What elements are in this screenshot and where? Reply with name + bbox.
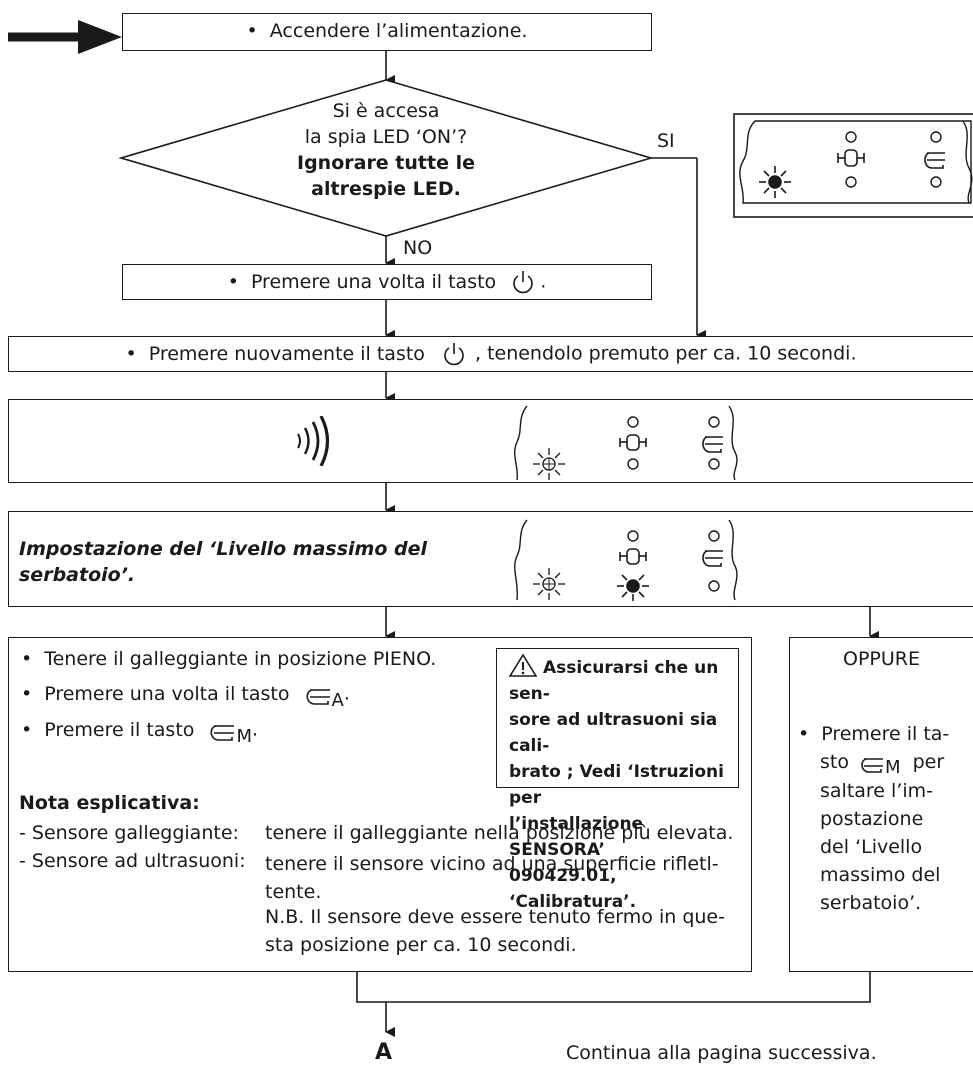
alternative-text: Premere il ta- sto M per saltare l’im- p…	[798, 720, 949, 917]
warning-content: Assicurarsi che un sen- sore ad ultrasuo…	[509, 653, 735, 915]
alt-sub-M: M	[885, 757, 901, 778]
alt-line-7: massimo del	[820, 864, 941, 886]
decision-line-2: la spia LED ‘ON’?	[304, 126, 468, 148]
bullet-press-M: Premere il tasto	[21, 719, 194, 741]
tank-icon	[210, 725, 235, 741]
tank-icon	[305, 689, 330, 705]
alt-line-8: serbatoio’.	[820, 892, 922, 914]
warning-line-4: l’installazione SENSORA’	[509, 814, 644, 860]
step-max-level-title: Impostazione del ‘Livello massimo del se…	[19, 538, 428, 586]
alt-line-2-row: sto M per	[798, 748, 949, 778]
note-title: Nota esplicativa:	[19, 792, 200, 814]
warning-line-1: Assicurarsi che un sen-	[509, 658, 719, 704]
procedure-panel: Tenere il galleggiante in posizione PIEN…	[8, 637, 752, 972]
punct: .	[252, 718, 259, 741]
note-label-float: - Sensore galleggiante:	[19, 822, 239, 844]
step-press-once-box: Premere una volta il tasto .	[122, 264, 652, 300]
sub-A: A	[331, 689, 344, 711]
sub-M: M	[236, 725, 252, 747]
alt-line-1-row: Premere il ta-	[798, 720, 949, 748]
warning-line-2: sore ad ultrasuoni sia cali-	[509, 710, 718, 756]
led-panel-on	[733, 113, 973, 218]
step-beep-box	[8, 399, 973, 483]
step-press-once-end: .	[540, 270, 547, 293]
step-press-hold-text: Premere nuovamente il tasto	[126, 343, 425, 365]
tank-icon	[861, 757, 884, 773]
step-max-level-box: Impostazione del ‘Livello massimo del se…	[8, 511, 973, 607]
no-label: NO	[403, 237, 433, 259]
led-panel-flashing	[514, 405, 738, 480]
calibration-warning: Assicurarsi che un sen- sore ad ultrasuo…	[496, 648, 739, 912]
alt-bullet	[798, 723, 821, 745]
continuation-text: Continua alla pagina successiva.	[566, 1042, 877, 1064]
alt-line-2: sto	[820, 751, 849, 773]
warning-icon	[509, 653, 537, 677]
bullet-press-M-line: Premere il tasto M.	[21, 718, 259, 747]
alternative-panel: OPPURE Premere il ta- sto M per saltare …	[789, 637, 973, 972]
step-power-on-box: Accendere l’alimentazione.	[122, 13, 652, 51]
step-press-hold-line: Premere nuovamente il tasto , tenendolo …	[9, 342, 973, 366]
decision-line-1: Si è accesa	[332, 100, 440, 122]
note-label-ultrasonic: - Sensore ad ultrasuoni:	[19, 850, 246, 872]
nb-line-2: sta posizione per ca. 10 secondi.	[265, 934, 577, 956]
warning-line-5: 090429.01, ‘Calibratura’.	[509, 866, 637, 912]
alt-line-4: saltare l’im-	[820, 780, 933, 802]
note-text-float: tenere il galleggiante nella posizione p…	[265, 822, 734, 844]
bullet-press-A-line: Premere una volta il tasto A.	[21, 682, 350, 711]
power-icon	[444, 343, 464, 366]
decision-line-4: altrespie LED.	[311, 178, 461, 200]
alt-line-1: Premere il ta-	[821, 723, 950, 745]
note-text-ultrasonic: tenere il sensore vicino ad una superfic…	[265, 853, 719, 903]
sound-icon	[297, 416, 330, 466]
step-press-hold-end: , tenendolo premuto per ca. 10 secondi.	[474, 342, 857, 365]
step-press-once-text: Premere una volta il tasto	[228, 271, 496, 293]
decision-line-3: Ignorare tutte le	[297, 152, 475, 174]
warning-line-3: brato ; Vedi ‘Istruzioni per	[509, 762, 724, 808]
alt-line-5: postazione	[820, 808, 924, 830]
alt-line-6: del ‘Livello	[820, 836, 923, 858]
continuation-letter: A	[375, 1040, 393, 1065]
alternative-title: OPPURE	[843, 648, 920, 670]
step-press-hold-box: Premere nuovamente il tasto , tenendolo …	[8, 336, 973, 372]
bullet-press-A: Premere una volta il tasto	[21, 683, 289, 705]
nb-line-1: N.B. Il sensore deve essere tenuto fermo…	[265, 906, 725, 928]
led-panel-max-level	[514, 519, 738, 601]
decision-text: Si è accesa la spia LED ‘ON’? Ignorare t…	[236, 98, 536, 202]
yes-label: SI	[657, 130, 675, 152]
power-icon	[513, 271, 533, 294]
warning-line-1-row: Assicurarsi che un sen-	[509, 653, 735, 707]
step-press-once-line: Premere una volta il tasto .	[123, 270, 651, 294]
punct: .	[343, 682, 350, 705]
bullet-float-full: Tenere il galleggiante in posizione PIEN…	[21, 648, 436, 670]
entry-arrow-head	[78, 20, 122, 54]
alt-line-3: per	[912, 751, 945, 773]
step-power-on-text: Accendere l’alimentazione.	[123, 20, 651, 42]
